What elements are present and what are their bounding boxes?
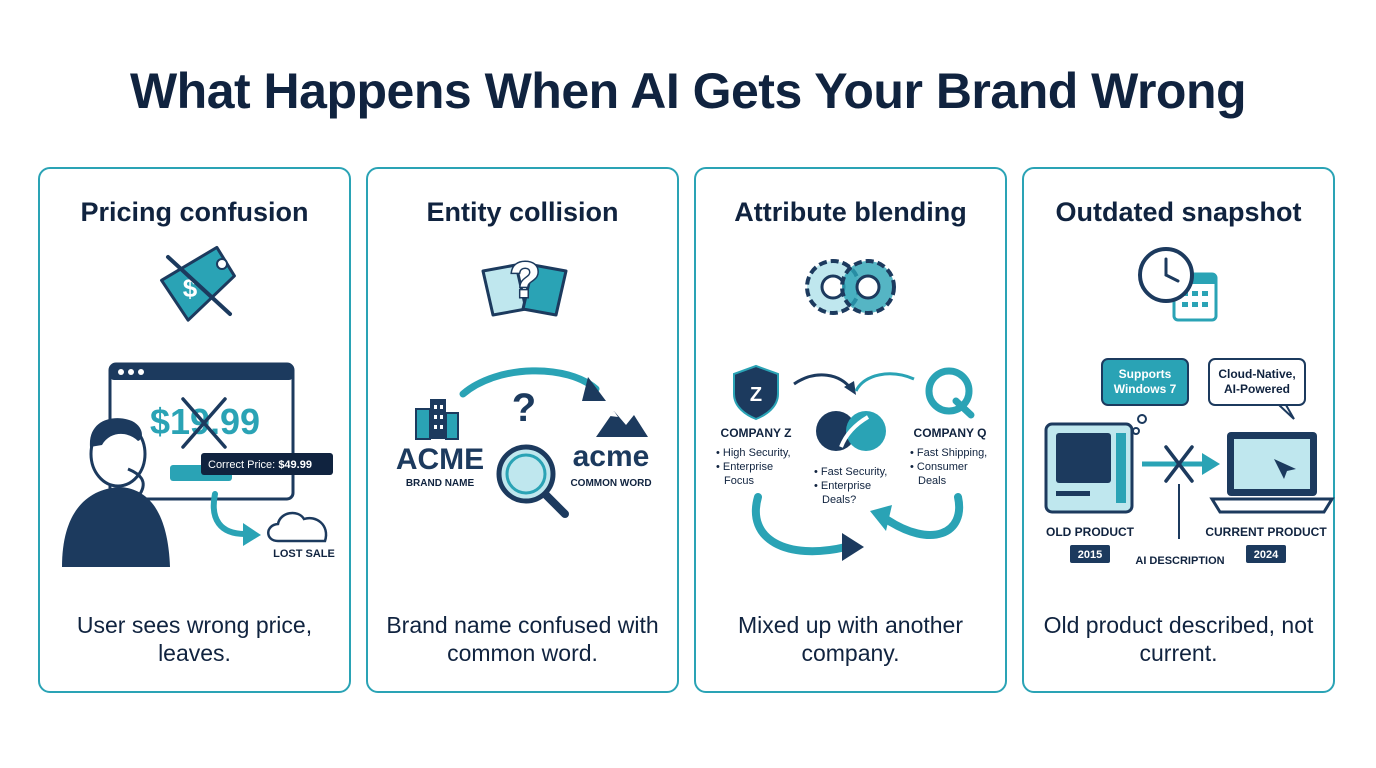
entity-illustration: ? ACME BRAND NAME ? a xyxy=(396,251,652,518)
blending-illustration: Z COMPANY Z • High Security, • Enterpris… xyxy=(716,259,987,561)
old-speech-bubble: Supports Windows 7 xyxy=(1101,358,1189,435)
person-icon xyxy=(62,418,170,567)
magnifier-icon xyxy=(496,444,569,518)
card-outdated-snapshot: Outdated snapshot Supports Windows 7 xyxy=(1022,167,1335,693)
mountain-icon xyxy=(596,411,648,437)
svg-text:Cloud-Native,: Cloud-Native, xyxy=(1218,367,1295,381)
card-pricing-confusion: Pricing confusion $ $19.99 Correct Price… xyxy=(38,167,351,693)
company-z-name: COMPANY Z xyxy=(721,426,792,440)
brand-caption: BRAND NAME xyxy=(406,478,475,489)
card-title: Pricing confusion xyxy=(80,197,309,227)
old-product-label: OLD PRODUCT xyxy=(1046,525,1135,539)
clock-calendar-icon xyxy=(1138,247,1218,322)
tooltip-label: Correct Price: xyxy=(208,459,275,471)
lost-sale-label: LOST SALE xyxy=(273,548,335,560)
building-icon xyxy=(415,399,459,440)
svg-text:Correct Price: $49.99: Correct Price: $49.99 xyxy=(208,459,312,471)
company-z-attr-3: Focus xyxy=(724,475,754,487)
old-computer-icon xyxy=(1044,422,1134,514)
blend-attr-3: Deals? xyxy=(822,494,856,506)
ai-description-label: AI DESCRIPTION xyxy=(1135,555,1224,567)
svg-text:Supports: Supports xyxy=(1119,367,1172,381)
pricing-illustration: $ $19.99 Correct Price: $49.99 xyxy=(62,245,335,567)
q-logo-icon: Q xyxy=(925,367,975,419)
svg-text:?: ? xyxy=(510,252,541,308)
laptop-icon xyxy=(1209,432,1335,514)
company-q-attr-2: • Consumer xyxy=(910,461,968,473)
tooltip-value: $49.99 xyxy=(278,459,312,471)
current-product-label: CURRENT PRODUCT xyxy=(1205,525,1327,539)
company-q-attr-1: • Fast Shipping, xyxy=(910,447,987,459)
price-tag-icon: $ xyxy=(160,245,236,322)
company-q-name: COMPANY Q xyxy=(914,426,987,440)
card-description: User sees wrong price, leaves. xyxy=(76,612,313,666)
blend-circles xyxy=(816,411,886,451)
cloud-icon xyxy=(267,511,328,543)
old-year: 2015 xyxy=(1078,549,1102,561)
question-cards-icon: ? xyxy=(481,251,568,317)
correct-price-tooltip: Correct Price: $49.99 xyxy=(201,453,333,475)
svg-text:AI-Powered: AI-Powered xyxy=(1224,382,1290,396)
card-description: Mixed up with another company. xyxy=(737,612,963,666)
company-q-attr-3: Deals xyxy=(918,475,947,487)
page-title: What Happens When AI Gets Your Brand Wro… xyxy=(129,63,1247,119)
card-description: Brand name confused with common word. xyxy=(386,612,659,666)
question-mark: ? xyxy=(512,386,536,430)
snapshot-illustration: Supports Windows 7 Cloud-Native, AI-Powe… xyxy=(1044,247,1335,567)
gears-icon xyxy=(805,259,896,315)
common-word: acme xyxy=(573,440,650,473)
company-z-attr-2: • Enterprise xyxy=(716,461,773,473)
svg-text:Windows 7: Windows 7 xyxy=(1114,382,1177,396)
card-title: Entity collision xyxy=(426,197,619,227)
card-attribute-blending: Attribute blending Z COMPANY Z • High Se… xyxy=(694,167,1007,693)
shield-z-icon: Z xyxy=(733,364,779,421)
card-title: Attribute blending xyxy=(734,197,967,227)
new-speech-bubble: Cloud-Native, AI-Powered xyxy=(1208,358,1306,420)
blend-attr-2: • Enterprise xyxy=(814,480,871,492)
card-entity-collision: Entity collision ? ACME BRAND NAME ? xyxy=(366,167,679,693)
current-year: 2024 xyxy=(1254,549,1279,561)
common-caption: COMMON WORD xyxy=(570,478,651,489)
badge-z: Z xyxy=(750,384,762,406)
card-title: Outdated snapshot xyxy=(1055,197,1302,227)
brand-word: ACME xyxy=(396,443,484,476)
company-z-attr-1: • High Security, xyxy=(716,447,791,459)
blend-attr-1: • Fast Security, xyxy=(814,466,887,478)
card-description: Old product described, not current. xyxy=(1043,612,1314,666)
